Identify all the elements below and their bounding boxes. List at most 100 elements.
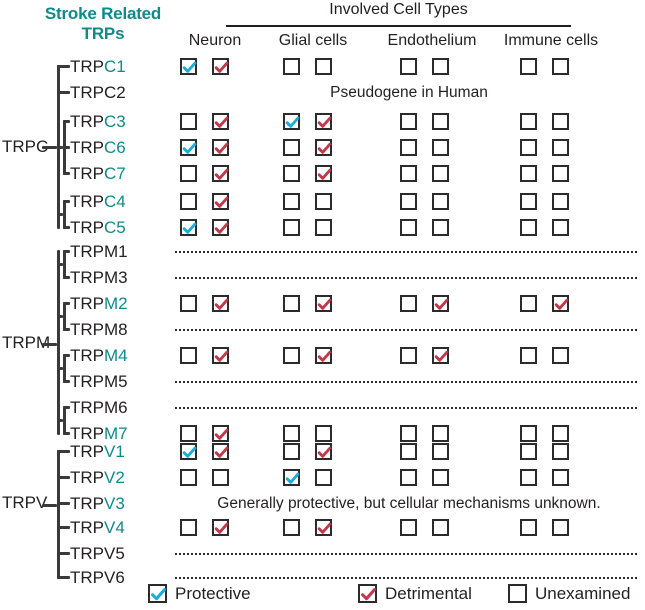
checkbox-endothelium-protective-TRPC5[interactable]	[400, 219, 417, 236]
checkbox-neuron-protective-TRPC3[interactable]	[180, 113, 197, 130]
checkbox-glial-cells-protective-TRPM4[interactable]	[283, 347, 300, 364]
checkbox-endothelium-detrimental-TRPC6[interactable]	[432, 139, 449, 156]
checkbox-endothelium-protective-TRPM2[interactable]	[400, 295, 417, 312]
checkbox-neuron-protective-TRPC4[interactable]	[180, 193, 197, 210]
checkbox-immune-cells-protective-TRPC1[interactable]	[520, 58, 537, 75]
checkbox-glial-cells-detrimental-TRPC6[interactable]	[315, 139, 332, 156]
checkbox-immune-cells-protective-TRPV4[interactable]	[520, 519, 537, 536]
checkbox-endothelium-protective-TRPV2[interactable]	[400, 469, 417, 486]
checkbox-neuron-detrimental-TRPC6[interactable]	[212, 139, 229, 156]
checkbox-endothelium-protective-TRPV4[interactable]	[400, 519, 417, 536]
column-header-neuron: Neuron	[188, 32, 242, 49]
checkbox-neuron-detrimental-TRPM4[interactable]	[212, 347, 229, 364]
checkbox-neuron-detrimental-TRPC7[interactable]	[212, 165, 229, 182]
checkbox-neuron-protective-TRPM7[interactable]	[180, 425, 197, 442]
checkbox-endothelium-protective-TRPC7[interactable]	[400, 165, 417, 182]
checkbox-endothelium-detrimental-TRPC7[interactable]	[432, 165, 449, 182]
checkbox-immune-cells-detrimental-TRPC1[interactable]	[552, 58, 569, 75]
checkbox-glial-cells-detrimental-TRPV2[interactable]	[315, 469, 332, 486]
checkbox-immune-cells-protective-TRPM4[interactable]	[520, 347, 537, 364]
checkbox-immune-cells-protective-TRPC4[interactable]	[520, 193, 537, 210]
checkbox-endothelium-protective-TRPC3[interactable]	[400, 113, 417, 130]
checkbox-neuron-detrimental-TRPC5[interactable]	[212, 219, 229, 236]
checkbox-glial-cells-protective-TRPC5[interactable]	[283, 219, 300, 236]
checkbox-immune-cells-detrimental-TRPC3[interactable]	[552, 113, 569, 130]
checkbox-neuron-protective-TRPC1[interactable]	[180, 58, 197, 75]
checkbox-glial-cells-protective-TRPM2[interactable]	[283, 295, 300, 312]
checkbox-endothelium-detrimental-TRPV1[interactable]	[432, 443, 449, 460]
checkbox-endothelium-detrimental-TRPC1[interactable]	[432, 58, 449, 75]
checkbox-immune-cells-detrimental-TRPC6[interactable]	[552, 139, 569, 156]
checkbox-glial-cells-protective-TRPC6[interactable]	[283, 139, 300, 156]
checkbox-immune-cells-protective-TRPC5[interactable]	[520, 219, 537, 236]
checkbox-neuron-protective-TRPC7[interactable]	[180, 165, 197, 182]
tree-branch-horizontal	[57, 146, 63, 149]
checkbox-immune-cells-detrimental-TRPC4[interactable]	[552, 193, 569, 210]
table-row: TRPM5	[0, 370, 645, 394]
checkbox-immune-cells-detrimental-TRPC5[interactable]	[552, 219, 569, 236]
checkbox-immune-cells-detrimental-TRPV2[interactable]	[552, 469, 569, 486]
checkbox-glial-cells-detrimental-TRPV4[interactable]	[315, 519, 332, 536]
table-row: TRPV6	[0, 566, 645, 590]
checkbox-neuron-detrimental-TRPC1[interactable]	[212, 58, 229, 75]
checkbox-neuron-protective-TRPC5[interactable]	[180, 219, 197, 236]
checkbox-glial-cells-detrimental-TRPM4[interactable]	[315, 347, 332, 364]
checkbox-endothelium-detrimental-TRPM2[interactable]	[432, 295, 449, 312]
checkbox-endothelium-protective-TRPM7[interactable]	[400, 425, 417, 442]
checkbox-endothelium-protective-TRPC4[interactable]	[400, 193, 417, 210]
checkbox-endothelium-detrimental-TRPC5[interactable]	[432, 219, 449, 236]
checkbox-neuron-detrimental-TRPC3[interactable]	[212, 113, 229, 130]
checkbox-immune-cells-protective-TRPM7[interactable]	[520, 425, 537, 442]
checkbox-endothelium-detrimental-TRPC4[interactable]	[432, 193, 449, 210]
checkbox-neuron-protective-TRPM4[interactable]	[180, 347, 197, 364]
checkbox-neuron-protective-TRPM2[interactable]	[180, 295, 197, 312]
checkbox-glial-cells-detrimental-TRPV1[interactable]	[315, 443, 332, 460]
checkbox-immune-cells-protective-TRPC6[interactable]	[520, 139, 537, 156]
checkbox-immune-cells-protective-TRPM2[interactable]	[520, 295, 537, 312]
checkbox-immune-cells-detrimental-TRPC7[interactable]	[552, 165, 569, 182]
checkbox-neuron-detrimental-TRPM2[interactable]	[212, 295, 229, 312]
checkbox-neuron-detrimental-TRPC4[interactable]	[212, 193, 229, 210]
checkbox-endothelium-protective-TRPC6[interactable]	[400, 139, 417, 156]
checkbox-endothelium-detrimental-TRPV2[interactable]	[432, 469, 449, 486]
checkbox-immune-cells-detrimental-TRPM2[interactable]	[552, 295, 569, 312]
checkbox-neuron-protective-TRPV1[interactable]	[180, 443, 197, 460]
checkbox-glial-cells-detrimental-TRPM7[interactable]	[315, 425, 332, 442]
checkbox-endothelium-detrimental-TRPC3[interactable]	[432, 113, 449, 130]
checkbox-glial-cells-protective-TRPV2[interactable]	[283, 469, 300, 486]
checkbox-glial-cells-detrimental-TRPC4[interactable]	[315, 193, 332, 210]
checkbox-immune-cells-detrimental-TRPM7[interactable]	[552, 425, 569, 442]
checkbox-glial-cells-detrimental-TRPC7[interactable]	[315, 165, 332, 182]
checkbox-glial-cells-protective-TRPC1[interactable]	[283, 58, 300, 75]
checkbox-glial-cells-detrimental-TRPC5[interactable]	[315, 219, 332, 236]
checkbox-endothelium-protective-TRPC1[interactable]	[400, 58, 417, 75]
checkbox-glial-cells-protective-TRPC3[interactable]	[283, 113, 300, 130]
checkbox-endothelium-detrimental-TRPM7[interactable]	[432, 425, 449, 442]
checkbox-immune-cells-protective-TRPV2[interactable]	[520, 469, 537, 486]
checkbox-neuron-protective-TRPV2[interactable]	[180, 469, 197, 486]
checkbox-glial-cells-protective-TRPV4[interactable]	[283, 519, 300, 536]
checkbox-immune-cells-protective-TRPC7[interactable]	[520, 165, 537, 182]
checkbox-glial-cells-detrimental-TRPM2[interactable]	[315, 295, 332, 312]
checkbox-immune-cells-protective-TRPC3[interactable]	[520, 113, 537, 130]
checkbox-endothelium-detrimental-TRPV4[interactable]	[432, 519, 449, 536]
checkbox-immune-cells-protective-TRPV1[interactable]	[520, 443, 537, 460]
checkbox-glial-cells-detrimental-TRPC1[interactable]	[315, 58, 332, 75]
checkbox-glial-cells-protective-TRPM7[interactable]	[283, 425, 300, 442]
checkbox-neuron-detrimental-TRPV4[interactable]	[212, 519, 229, 536]
checkbox-neuron-detrimental-TRPM7[interactable]	[212, 425, 229, 442]
checkbox-endothelium-detrimental-TRPM4[interactable]	[432, 347, 449, 364]
checkbox-neuron-protective-TRPC6[interactable]	[180, 139, 197, 156]
checkbox-immune-cells-detrimental-TRPV4[interactable]	[552, 519, 569, 536]
checkbox-glial-cells-protective-TRPC7[interactable]	[283, 165, 300, 182]
checkbox-glial-cells-detrimental-TRPC3[interactable]	[315, 113, 332, 130]
checkbox-endothelium-protective-TRPM4[interactable]	[400, 347, 417, 364]
checkbox-endothelium-protective-TRPV1[interactable]	[400, 443, 417, 460]
checkbox-immune-cells-detrimental-TRPM4[interactable]	[552, 347, 569, 364]
checkbox-glial-cells-protective-TRPV1[interactable]	[283, 443, 300, 460]
checkbox-neuron-protective-TRPV4[interactable]	[180, 519, 197, 536]
checkbox-neuron-detrimental-TRPV1[interactable]	[212, 443, 229, 460]
checkbox-immune-cells-detrimental-TRPV1[interactable]	[552, 443, 569, 460]
checkbox-glial-cells-protective-TRPC4[interactable]	[283, 193, 300, 210]
checkbox-neuron-detrimental-TRPV2[interactable]	[212, 469, 229, 486]
